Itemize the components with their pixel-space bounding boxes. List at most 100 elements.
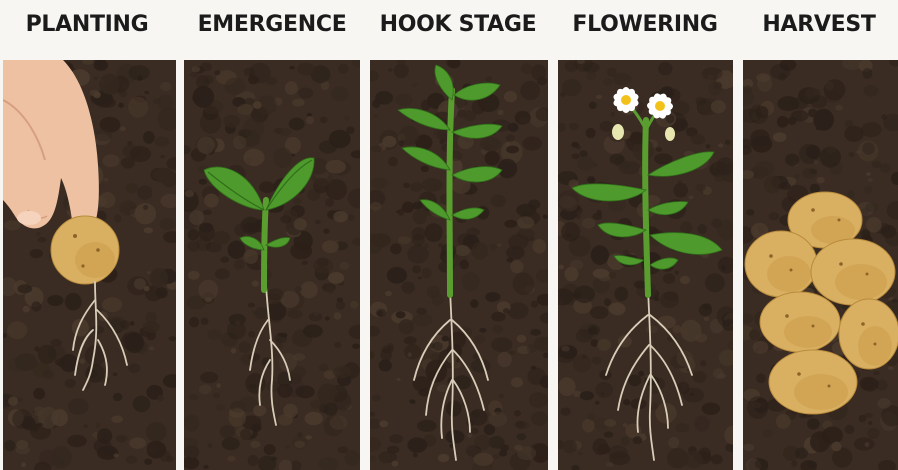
soil-clod [514, 410, 521, 416]
soil-clod [189, 317, 199, 328]
soil-clod [249, 353, 260, 360]
soil-clod [404, 344, 421, 359]
soil-clod [244, 249, 258, 264]
soil-clod [387, 267, 407, 284]
soil-clod [755, 459, 769, 469]
soil-clod [395, 94, 413, 106]
soil-clod [126, 455, 138, 463]
soil-clod [102, 154, 119, 167]
soil-clod [472, 242, 489, 259]
soil-clod [491, 337, 512, 352]
soil-clod [862, 68, 872, 79]
panel-planting [3, 60, 176, 470]
soil-clod [402, 202, 414, 213]
soil-clod [322, 240, 339, 253]
potato [745, 231, 817, 297]
soil-clod [331, 86, 349, 101]
soil-clod [348, 214, 355, 221]
soil-clod [752, 402, 761, 409]
soil-clod [34, 406, 45, 416]
soil-clod [388, 157, 398, 167]
soil-clod [743, 86, 752, 94]
soil-clod [273, 147, 292, 168]
soil-clod [280, 215, 291, 223]
soil-clod [309, 312, 323, 321]
soil-clod [776, 414, 791, 429]
soil-clod [625, 424, 641, 438]
soil-clod [152, 168, 174, 181]
soil-clod [610, 112, 615, 117]
soil-clod [711, 218, 722, 227]
soil-clod [293, 198, 302, 204]
soil-clod [422, 178, 443, 192]
soil-clod [743, 444, 754, 451]
soil-clod [844, 126, 863, 142]
soil-clod [856, 150, 861, 153]
soil-clod [118, 103, 124, 108]
soil-clod [373, 115, 378, 118]
soil-clod [199, 179, 207, 185]
soil-clod [390, 243, 402, 254]
soil-clod [37, 237, 46, 243]
soil-clod [187, 229, 199, 241]
soil-clod [294, 441, 305, 448]
soil-clod [412, 227, 426, 240]
soil-clod [529, 392, 548, 408]
soil-clod [325, 316, 330, 320]
soil-clod [756, 73, 770, 82]
panel-flowering [558, 60, 733, 470]
soil-clod [806, 145, 820, 159]
soil-clod [608, 302, 625, 314]
title-flowering: FLOWERING [555, 12, 735, 37]
soil-clod [504, 220, 517, 228]
soil-clod [200, 112, 222, 134]
soil-clod [867, 428, 879, 439]
soil-clod [249, 384, 257, 389]
soil-clod [868, 421, 872, 425]
soil-clod [237, 104, 253, 115]
soil-clod [756, 374, 766, 384]
soil-clod [320, 117, 328, 124]
soil-clod [604, 431, 613, 437]
soil-clod [610, 154, 625, 165]
soil-clod [303, 324, 323, 337]
soil-clod [523, 310, 529, 315]
soil-clod [310, 400, 322, 409]
soil-clod [387, 446, 399, 454]
soil-clod [684, 451, 703, 469]
soil-clod [334, 312, 342, 320]
title-harvest: HARVEST [740, 12, 898, 37]
soil-clod [824, 79, 846, 100]
soil-clod [604, 419, 616, 427]
soil-clod [817, 177, 825, 184]
soil-clod [294, 218, 307, 230]
soil-clod [413, 376, 431, 391]
soil-clod [380, 349, 392, 362]
soil-clod [158, 395, 164, 402]
soil-clod [326, 160, 346, 174]
soil-clod [156, 287, 168, 298]
soil-clod [750, 129, 770, 146]
soil-clod [464, 110, 476, 121]
soil-clod [413, 210, 427, 225]
soil-clod [120, 126, 126, 131]
soil-clod [531, 366, 537, 370]
soil-clod [517, 216, 534, 228]
soil-clod [590, 306, 609, 319]
soil-clod [563, 440, 577, 454]
soil-clod [558, 377, 575, 396]
soil-clod [749, 329, 760, 340]
soil-clod [620, 437, 629, 446]
soil-clod [65, 379, 76, 388]
soil-clod [578, 452, 583, 455]
soil-clod [763, 429, 773, 437]
soil-clod [7, 321, 27, 339]
soil-clod [863, 85, 878, 97]
soil-clod [289, 118, 305, 131]
soil-clod [658, 62, 672, 75]
soil-clod [18, 397, 23, 402]
title-planting: PLANTING [2, 12, 172, 37]
soil-clod [222, 437, 240, 450]
soil-clod [248, 331, 255, 338]
soil-clod [746, 209, 754, 216]
